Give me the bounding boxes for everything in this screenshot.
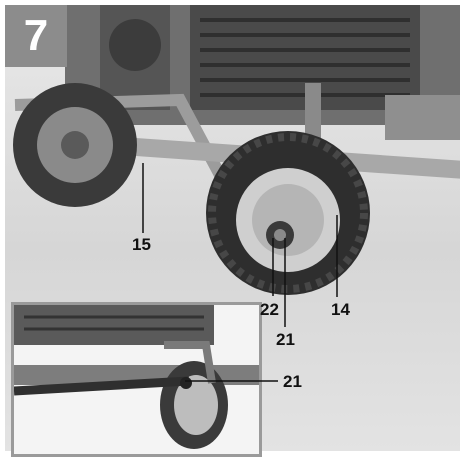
inset-illustration bbox=[14, 305, 259, 449]
detail-inset bbox=[11, 302, 262, 457]
left-wheel-hub bbox=[61, 131, 89, 159]
callout-21-top: 21 bbox=[276, 330, 295, 349]
inset-grille bbox=[24, 315, 204, 331]
callout-21-inset: 21 bbox=[283, 372, 302, 391]
inset-wheel-rim bbox=[174, 375, 218, 435]
axle-washer bbox=[274, 229, 286, 241]
vibration-mount bbox=[305, 83, 321, 143]
callout-15: 15 bbox=[132, 235, 151, 254]
grille-slots bbox=[200, 18, 410, 97]
engine-port bbox=[109, 19, 161, 71]
tire-tread bbox=[208, 133, 368, 293]
inset-axle-bolt bbox=[180, 377, 192, 389]
inset-housing bbox=[14, 305, 214, 345]
leader-lines bbox=[142, 163, 338, 327]
callout-22: 22 bbox=[260, 300, 279, 319]
inset-frame-rail bbox=[14, 376, 190, 396]
callout-14: 14 bbox=[331, 300, 350, 319]
inset-frame-tube bbox=[164, 341, 216, 384]
generator-illustration bbox=[13, 5, 460, 327]
rear-support bbox=[385, 95, 460, 140]
figure-number-badge: 7 bbox=[5, 5, 67, 67]
